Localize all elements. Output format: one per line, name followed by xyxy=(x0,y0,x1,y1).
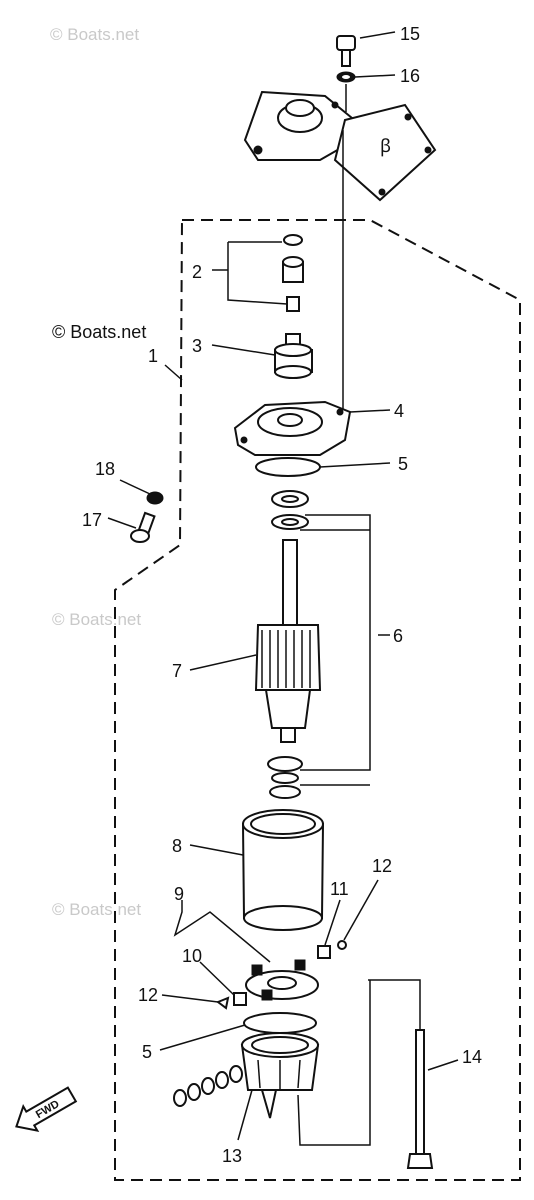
callout-15: 15 xyxy=(400,24,420,44)
washer-set-6-bottom xyxy=(267,756,303,799)
callout-13: 13 xyxy=(222,1146,242,1166)
callout-17: 17 xyxy=(82,510,102,530)
callout-9: 9 xyxy=(174,884,184,904)
watermark-middle: © Boats.net xyxy=(52,610,141,629)
callout-18: 18 xyxy=(95,459,115,479)
armature-7 xyxy=(254,539,322,743)
callout-8: 8 xyxy=(172,836,182,856)
bracket-6 xyxy=(300,514,371,771)
front-bracket-4 xyxy=(233,400,352,456)
callout-7: 7 xyxy=(172,661,182,681)
cover-guide-line xyxy=(297,980,371,1146)
bolt-15 xyxy=(336,35,356,67)
assembly-outline xyxy=(114,219,521,1181)
fwd-arrow: FWD xyxy=(15,1086,78,1133)
callout-14: 14 xyxy=(462,1047,482,1067)
callout-6: 6 xyxy=(393,626,403,646)
brush-holder-9 xyxy=(245,959,319,1001)
watermark-top: © Boats.net xyxy=(50,25,139,44)
brush-11 xyxy=(317,945,331,959)
washer-18 xyxy=(146,491,164,505)
bracket-mark: ꞵ xyxy=(380,136,391,157)
callout-1: 1 xyxy=(148,346,158,366)
washer-set-6-top xyxy=(271,490,309,530)
spring-12-left xyxy=(215,996,230,1010)
spring-12-right xyxy=(337,940,347,950)
callout-11: 11 xyxy=(330,879,349,899)
o-ring-5-bottom xyxy=(243,1012,317,1034)
rear-cover-13 xyxy=(173,1032,320,1119)
pinion-3 xyxy=(274,333,313,379)
screw-17 xyxy=(130,511,156,543)
callout-4: 4 xyxy=(394,401,404,421)
watermark-lower: © Boats.net xyxy=(52,900,141,919)
callout-2: 2 xyxy=(192,262,202,282)
brush-10 xyxy=(233,992,247,1006)
bolt-guide-line xyxy=(368,979,421,1030)
callout-3: 3 xyxy=(192,336,202,356)
top-bracket: ꞵ xyxy=(243,90,437,202)
callout-5-bottom: 5 xyxy=(142,1042,152,1062)
through-bolt-14 xyxy=(406,1029,434,1169)
o-ring-5-top xyxy=(255,457,321,477)
callout-12-right: 12 xyxy=(372,856,392,876)
yoke-8 xyxy=(241,809,325,931)
watermark-main: © Boats.net xyxy=(52,322,146,342)
callout-16: 16 xyxy=(400,66,420,86)
callout-5-top: 5 xyxy=(398,454,408,474)
leader-lines xyxy=(107,31,459,1141)
pinion-kit-2 xyxy=(282,234,304,312)
callout-12-left: 12 xyxy=(138,985,158,1005)
springs-13 xyxy=(173,1065,243,1107)
callout-10: 10 xyxy=(182,946,202,966)
lock-washer-16 xyxy=(336,71,356,83)
